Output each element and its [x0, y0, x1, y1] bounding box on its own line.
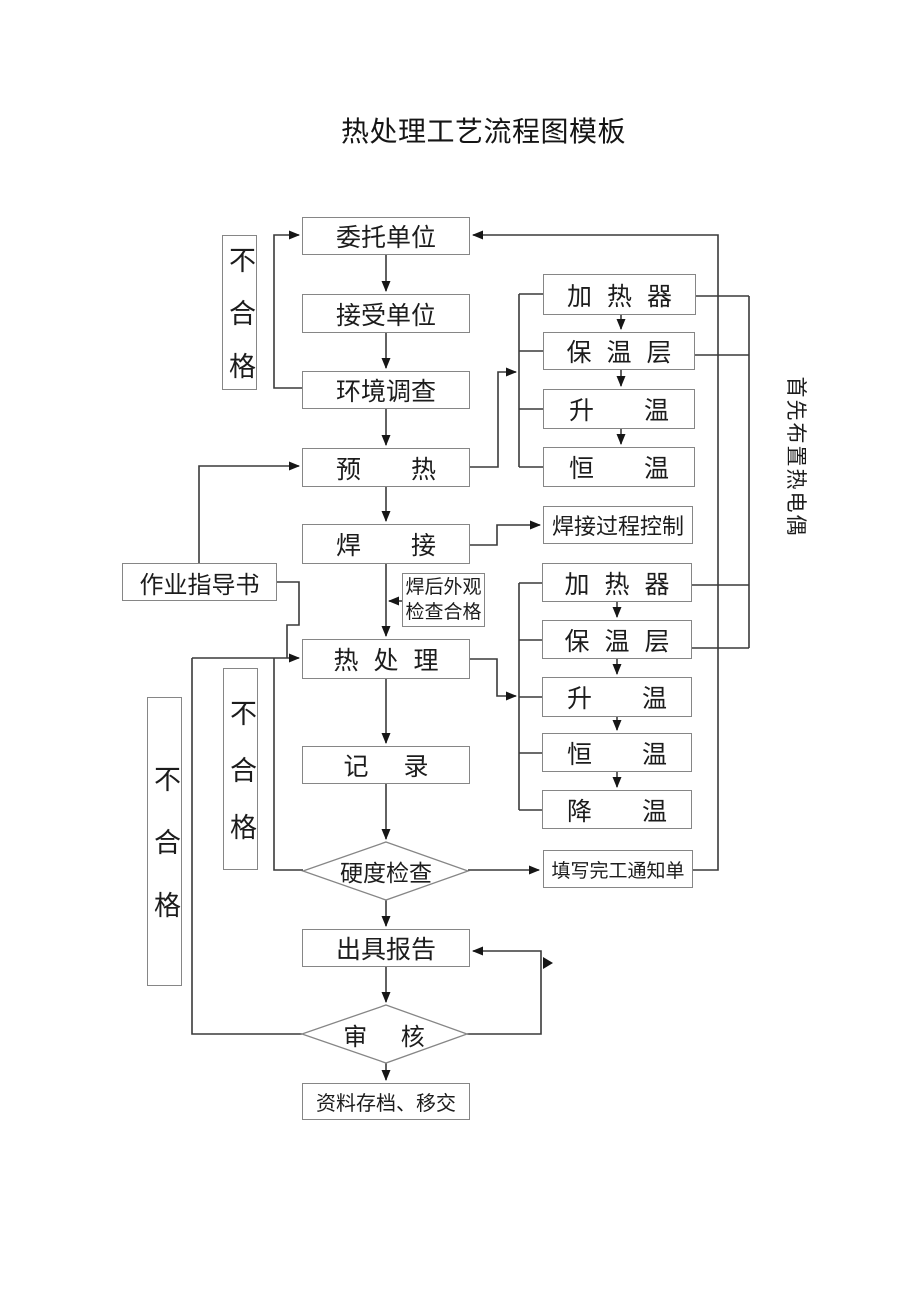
c-instruction-zigzag: [277, 581, 300, 658]
node-welding: 焊接: [302, 524, 470, 564]
node-completion-notice-label: 填写完工通知单: [551, 860, 685, 882]
c-review-loop-report: [467, 946, 542, 1035]
thermocouple-note-text: 首先布置热电偶: [784, 376, 808, 538]
post-weld-inspection-line1: 焊后外观: [405, 576, 482, 598]
node-preheat-heater-label: 加热器: [566, 283, 687, 311]
node-environment-survey: 环境调查: [302, 371, 470, 409]
node-preheat-insulation: 保温层: [543, 332, 695, 370]
node-welding-label: 焊接: [335, 533, 486, 560]
node-issue-report: 出具报告: [302, 929, 470, 967]
c-ht-group-entry: [469, 658, 517, 701]
node-treatment-insulation-label: 保温层: [564, 628, 685, 656]
unqualified-label-1-text: 不合格: [225, 246, 255, 405]
node-treatment-temp-hold-label: 恒温: [566, 741, 717, 769]
node-heat-treatment: 热处理: [302, 639, 470, 679]
node-treatment-temp-drop-label: 降温: [566, 798, 717, 826]
node-work-instruction-label: 作业指导书: [139, 572, 260, 599]
c-weld-control-entry: [470, 520, 541, 546]
node-work-instruction: 作业指导书: [122, 563, 277, 601]
node-preheat-label: 预热: [335, 456, 486, 484]
c-review-unqualified-return: [191, 658, 302, 1035]
node-issue-report-label: 出具报告: [335, 937, 436, 964]
node-archive-transfer: 资料存档、移交: [302, 1083, 470, 1120]
unqualified-label-3: 不合格: [147, 697, 182, 986]
node-hardness-check: 硬度检查: [312, 849, 460, 893]
unqualified-label-2-text: 不合格: [226, 698, 256, 870]
unqualified-label-3-text: 不合格: [150, 765, 180, 954]
node-post-weld-inspection: 焊后外观 检查合格: [402, 573, 485, 627]
thermocouple-note: 首先布置热电偶: [784, 372, 810, 542]
node-preheat-insulation-label: 保温层: [566, 340, 687, 367]
c-preheat-group-entry: [470, 367, 517, 468]
node-accept-unit: 接受单位: [302, 294, 470, 333]
unqualified-label-1: 不合格: [222, 235, 257, 405]
shape-review: [300, 1004, 469, 1064]
node-record-label: 记录: [343, 754, 464, 781]
c-notice-loop-entrust: [472, 230, 719, 871]
post-weld-inspection-line2: 检查合格: [405, 602, 482, 623]
node-heat-treatment-label: 热处理: [333, 648, 454, 675]
decision-diamonds: [300, 841, 470, 1064]
node-treatment-heater-label: 加热器: [564, 571, 685, 599]
node-archive-transfer-label: 资料存档、移交: [316, 1093, 456, 1115]
node-entrust-unit: 委托单位: [302, 217, 470, 255]
flow-arrows: [192, 230, 719, 1081]
c-env-unqualified-entrust: [273, 230, 302, 389]
node-review: 审核: [312, 1013, 456, 1055]
node-preheat: 预热: [302, 448, 470, 487]
node-record: 记录: [302, 746, 470, 784]
node-treatment-temp-rise: 升温: [542, 677, 692, 717]
unqualified-label-2: 不合格: [223, 668, 258, 870]
page-title: 热处理工艺流程图模板: [341, 117, 627, 148]
node-treatment-insulation: 保温层: [542, 620, 692, 659]
node-review-label: 审核: [343, 1024, 459, 1051]
c-hardness-unqualified-return: [273, 658, 303, 871]
node-environment-survey-label: 环境调查: [335, 379, 436, 406]
c-instruction-preheat: [198, 461, 300, 563]
node-preheat-temp-hold-label: 恒温: [568, 456, 719, 483]
shape-hardness-check: [301, 841, 470, 901]
node-accept-unit-label: 接受单位: [335, 302, 436, 330]
node-hardness-check-label: 硬度检查: [340, 861, 432, 886]
node-entrust-unit-label: 委托单位: [335, 225, 436, 252]
node-completion-notice: 填写完工通知单: [543, 850, 693, 888]
node-treatment-temp-rise-label: 升温: [566, 686, 717, 713]
plain-connectors: [191, 293, 750, 1035]
node-preheat-heater: 加热器: [543, 274, 696, 315]
node-treatment-temp-hold: 恒温: [542, 733, 692, 772]
node-weld-process-control-label: 焊接过程控制: [551, 514, 684, 539]
node-preheat-temp-hold: 恒温: [543, 447, 695, 487]
node-treatment-heater: 加热器: [542, 563, 692, 602]
node-treatment-temp-drop: 降温: [542, 790, 692, 829]
node-weld-process-control: 焊接过程控制: [543, 506, 693, 544]
node-preheat-temp-rise: 升温: [543, 389, 695, 429]
node-preheat-temp-rise-label: 升温: [568, 398, 719, 425]
stray-arrowhead: [543, 957, 553, 969]
